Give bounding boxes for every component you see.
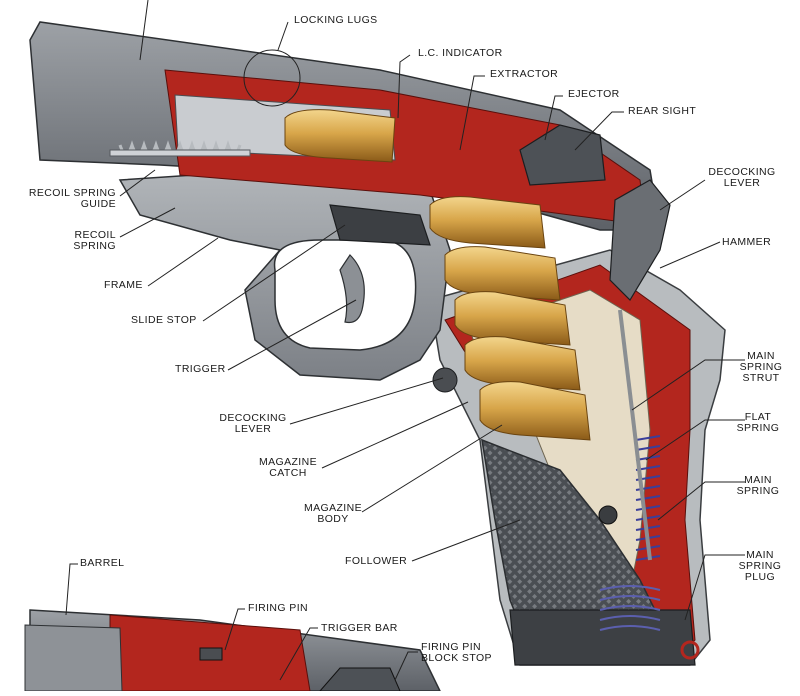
label-rear-sight: REAR SIGHT — [628, 105, 697, 117]
inset-barrel — [24, 624, 123, 692]
chambered-cartridge — [284, 109, 396, 163]
trigger-guard-opening — [273, 239, 417, 351]
decocking-lever-knob — [432, 367, 458, 393]
lanyard-ring — [680, 640, 700, 660]
label-barrel: BARREL — [80, 557, 125, 569]
label-extractor: EXTRACTOR — [490, 68, 559, 80]
label-ejector: EJECTOR — [568, 88, 620, 100]
slide-stop — [329, 204, 431, 246]
magazine-base — [509, 609, 696, 666]
label-follower: FOLLOWER — [345, 555, 408, 567]
trigger — [339, 254, 365, 324]
label-trigger: TRIGGER — [175, 363, 226, 375]
label-frame: FRAME — [104, 279, 143, 291]
magazine-cartridges — [429, 196, 591, 441]
recoil-spring-guide — [109, 149, 251, 157]
locking-lugs-highlight — [243, 49, 301, 107]
grip-screw — [598, 505, 618, 525]
label-slide-stop: SLIDE STOP — [131, 314, 197, 326]
label-firing-pin: FIRING PIN — [248, 602, 309, 614]
rear-sight — [519, 124, 606, 186]
label-locking-lugs: LOCKING LUGS — [294, 14, 378, 26]
label-hammer: HAMMER — [722, 236, 772, 248]
label-trigger-bar: TRIGGER BAR — [321, 622, 398, 634]
leader-lines — [65, 0, 745, 681]
inset-firing-pin — [199, 647, 223, 661]
main-spring-strut — [618, 309, 652, 561]
hammer — [609, 179, 671, 301]
magazine-spring — [599, 585, 661, 631]
label-lc-indicator: L.C. INDICATOR — [418, 47, 503, 59]
